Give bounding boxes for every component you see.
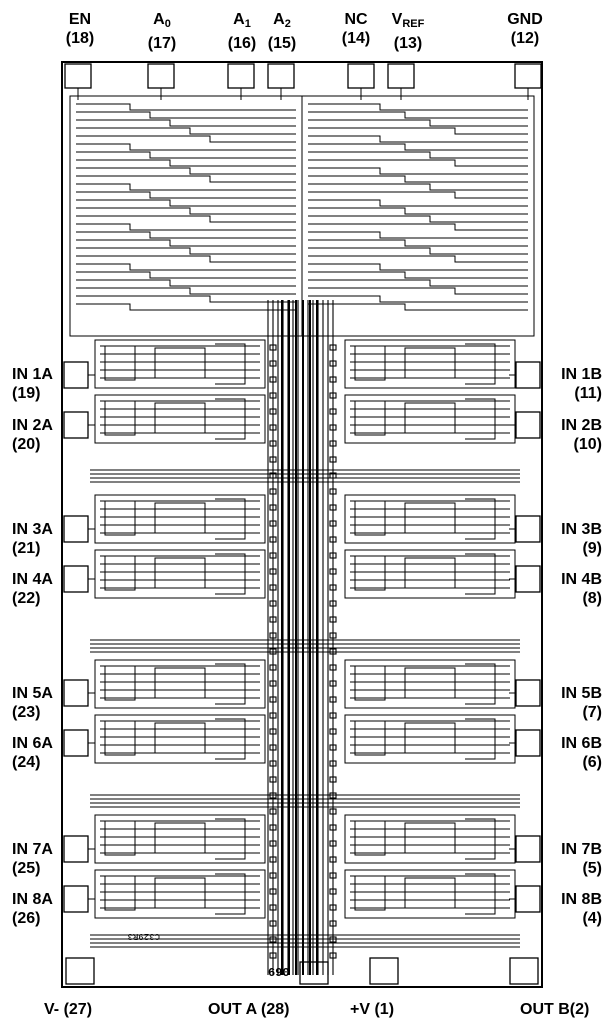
left-bond-pads	[63, 361, 89, 913]
pin-label-in8b: IN 8B(4)	[561, 891, 602, 927]
pin-label-in3b: IN 3B(9)	[561, 521, 602, 557]
pin-label-outb: OUT B(2)	[520, 1001, 590, 1018]
pin-label-a1: A1(16)	[227, 11, 257, 52]
pin-label-nc: NC(14)	[341, 11, 371, 47]
switch-cells	[94, 339, 516, 919]
pin-label-in2b: IN 2B(10)	[561, 417, 602, 453]
die-outline	[61, 61, 543, 988]
top-bond-pads	[64, 63, 542, 89]
pin-label-vplus: +V (1)	[350, 1001, 395, 1018]
pin-label-in3a: IN 3A(21)	[12, 521, 53, 557]
pin-label-a0: A0(17)	[147, 11, 177, 52]
pin-label-in2a: IN 2A(20)	[12, 417, 53, 453]
part-marking: 690	[268, 966, 290, 980]
pin-label-a2: A2(15)	[267, 11, 297, 52]
pin-label-in5a: IN 5A(23)	[12, 685, 53, 721]
pin-label-in4b: IN 4B(8)	[561, 571, 602, 607]
pin-label-in7a: IN 7A(25)	[12, 841, 53, 877]
pin-label-in7b: IN 7B(5)	[561, 841, 602, 877]
pin-label-in1b: IN 1B(11)	[561, 366, 602, 402]
pin-label-in4a: IN 4A(22)	[12, 571, 53, 607]
pin-label-en: EN(18)	[65, 11, 95, 47]
pin-label-in6a: IN 6A(24)	[12, 735, 53, 771]
wiring-traces	[76, 88, 529, 948]
pin-label-in5b: IN 5B(7)	[561, 685, 602, 721]
right-bond-pads	[515, 361, 541, 913]
pin-label-vref: VREF(13)	[391, 11, 425, 52]
logo-marking: C329R3	[128, 931, 160, 941]
pin-label-outa: OUT A (28)	[208, 1001, 290, 1018]
pin-label-vminus: V- (27)	[44, 1001, 93, 1018]
pin-label-in1a: IN 1A(19)	[12, 366, 53, 402]
pin-label-in8a: IN 8A(26)	[12, 891, 53, 927]
pin-label-gnd: GND(12)	[507, 11, 543, 47]
central-bus	[267, 300, 337, 975]
pin-label-in6b: IN 6B(6)	[561, 735, 602, 771]
